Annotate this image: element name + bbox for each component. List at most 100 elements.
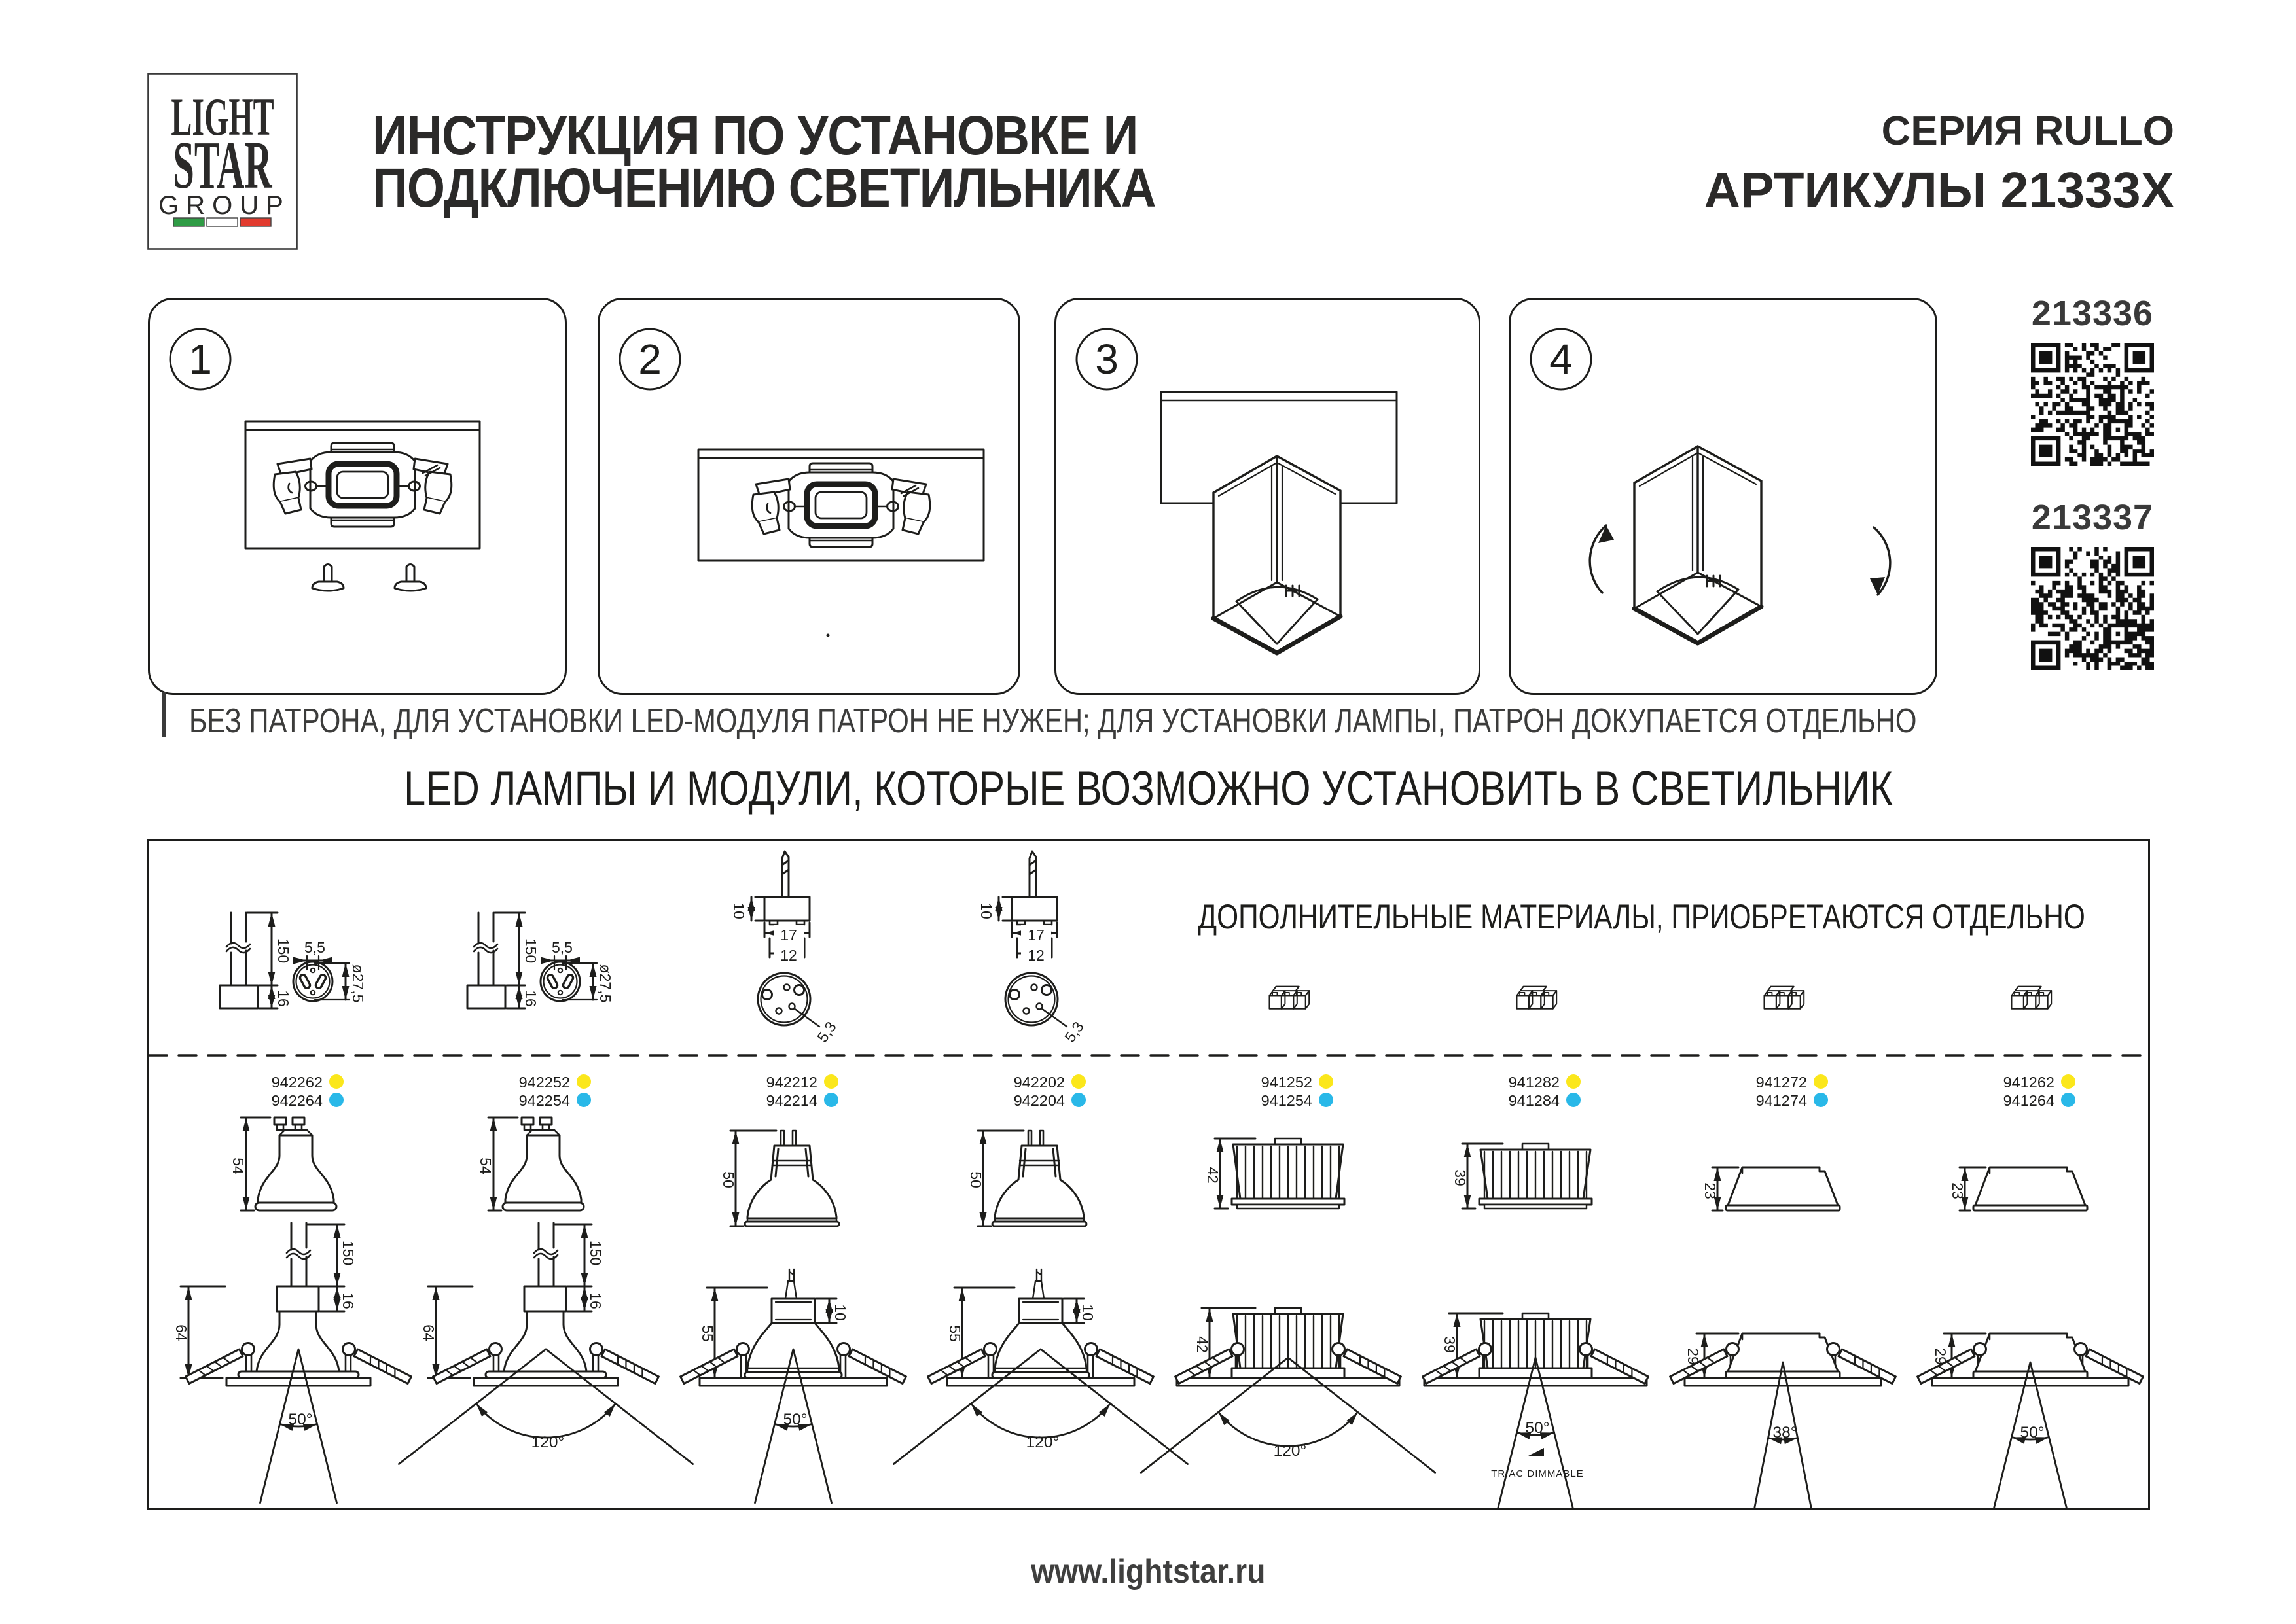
dim-base: 16	[522, 990, 539, 1007]
beam-angle: 120°	[1026, 1434, 1060, 1451]
article-number: 941282	[1508, 1073, 1560, 1091]
article-number: 942264	[271, 1091, 323, 1109]
color-dot-yellow	[1566, 1074, 1581, 1089]
article-number: 941284	[1508, 1091, 1560, 1109]
dim-lamp-height: 54	[230, 1157, 247, 1174]
step-panel-2: 2	[598, 298, 1020, 695]
color-dot-blue	[824, 1093, 838, 1107]
dim-mount-height: 29	[1932, 1348, 1949, 1365]
article-row: 942254	[463, 1092, 591, 1109]
beam-angle: 50°	[783, 1411, 808, 1428]
dim-mount-height: 64	[420, 1324, 437, 1341]
dim-mount-wire: 150	[587, 1240, 604, 1266]
dim-mount-socket: 10	[832, 1304, 849, 1321]
beam-angle: 120°	[531, 1434, 565, 1451]
step-number: 4	[1549, 336, 1573, 383]
step-panel-3: 3	[1054, 298, 1480, 695]
color-dot-blue	[1071, 1093, 1086, 1107]
dim-slot: 5,5	[304, 939, 325, 956]
note-text: БЕЗ ПАТРОНА, ДЛЯ УСТАНОВКИ LED-МОДУЛЯ ПА…	[189, 702, 1917, 740]
lamp-modules-board: ДОПОЛНИТЕЛЬНЫЕ МАТЕРИАЛЫ, ПРИОБРЕТАЮТСЯ …	[147, 839, 2150, 1510]
logo-group: GROUP	[158, 191, 291, 220]
color-dot-yellow	[2061, 1074, 2075, 1089]
color-dot-yellow	[1071, 1074, 1086, 1089]
qr-block-2: 213337	[2031, 497, 2154, 673]
step-number: 3	[1095, 336, 1119, 383]
additional-materials-heading: ДОПОЛНИТЕЛЬНЫЕ МАТЕРИАЛЫ, ПРИОБРЕТАЮТСЯ …	[738, 897, 2296, 937]
article-row: 941272	[1700, 1074, 1828, 1091]
dim-lamp-height: 42	[1204, 1167, 1221, 1184]
lightstar-logo: LIGHT STAR GROUP	[147, 73, 298, 250]
article-number: 942254	[518, 1091, 570, 1109]
article-row: 942262	[215, 1074, 344, 1091]
dim-mount-height: 55	[946, 1325, 963, 1342]
beam-angle: 50°	[1525, 1419, 1550, 1437]
dim-base: 16	[275, 990, 292, 1007]
article-number: 942202	[1013, 1073, 1065, 1091]
qr-block-1: 213336	[2031, 293, 2154, 469]
dim-pin: 10	[978, 902, 995, 919]
beam-angle: 50°	[288, 1411, 313, 1428]
step-number: 2	[638, 336, 662, 383]
article-number: 942262	[271, 1073, 323, 1091]
color-dot-blue	[2061, 1093, 2075, 1107]
dim-mount-wire: 150	[340, 1240, 357, 1266]
article-number: 942212	[766, 1073, 817, 1091]
article-row: 942214	[710, 1092, 838, 1109]
color-dot-blue	[1319, 1093, 1333, 1107]
dim-inner: 12	[1021, 945, 1051, 966]
article-row: 942252	[463, 1074, 591, 1091]
led-section-heading: LED ЛАМПЫ И МОДУЛИ, КОТОРЫЕ ВОЗМОЖНО УСТ…	[0, 762, 2296, 816]
color-dot-yellow	[329, 1074, 344, 1089]
article-row: 941252	[1205, 1074, 1333, 1091]
article-number: 941254	[1261, 1091, 1312, 1109]
article-number: 942214	[766, 1091, 817, 1109]
dim-outer: 17	[1021, 925, 1051, 945]
dim-lamp-height: 23	[1702, 1182, 1719, 1199]
article-row: 941264	[1947, 1092, 2075, 1109]
footer-url: www.lightstar.ru	[0, 1552, 2296, 1591]
step-panel-1: 1	[148, 298, 567, 695]
series-header: СЕРИЯ RULLO АРТИКУЛЫ 21333X	[1704, 111, 2175, 218]
article-number: 941272	[1755, 1073, 1807, 1091]
title-line-2: ПОДКЛЮЧЕНИЮ СВЕТИЛЬНИКА	[372, 157, 1157, 219]
qr-article-number: 213336	[2031, 294, 2154, 333]
logo-light: LIGHT	[171, 87, 274, 147]
article-row: 942212	[710, 1074, 838, 1091]
article-row: 941254	[1205, 1092, 1333, 1109]
article-number: 941252	[1261, 1073, 1312, 1091]
step-number: 1	[188, 336, 212, 383]
footer-url-text: www.lightstar.ru	[1030, 1553, 1266, 1591]
dim-outer: 17	[774, 925, 804, 945]
logo-star: STAR	[173, 128, 272, 203]
color-dot-blue	[1814, 1093, 1828, 1107]
dim-mount-socket: 16	[340, 1292, 357, 1309]
dim-mount-height: 29	[1685, 1348, 1702, 1365]
step-panel-4: 4	[1509, 298, 1937, 695]
article-row: 942204	[958, 1092, 1086, 1109]
qr-article-number: 213337	[2031, 498, 2154, 537]
article-row: 942264	[215, 1092, 344, 1109]
led-section-heading-text: LED ЛАМПЫ И МОДУЛИ, КОТОРЫЕ ВОЗМОЖНО УСТ…	[403, 762, 1893, 815]
title-line-1: ИНСТРУКЦИЯ ПО УСТАНОВКЕ И	[372, 105, 1138, 166]
article-number: 942204	[1013, 1091, 1065, 1109]
article-number: 941264	[2003, 1091, 2054, 1109]
article-number: 941262	[2003, 1073, 2054, 1091]
color-dot-blue	[329, 1093, 344, 1107]
dim-slot: 5,5	[552, 939, 573, 956]
dim-mount-socket: 10	[1079, 1304, 1096, 1321]
article-number: 941274	[1755, 1091, 1807, 1109]
color-dot-blue	[1566, 1093, 1581, 1107]
color-dot-yellow	[824, 1074, 838, 1089]
qr-code	[2031, 343, 2154, 466]
dim-mount-socket: 16	[587, 1292, 604, 1309]
dim-mount-height: 42	[1194, 1336, 1211, 1353]
dim-lamp-height: 39	[1452, 1169, 1469, 1186]
dim-mount-height: 64	[173, 1324, 190, 1341]
beam-angle: 120°	[1273, 1442, 1307, 1460]
color-dot-blue	[577, 1093, 591, 1107]
note-bar	[162, 692, 166, 737]
dim-mount-height: 55	[699, 1325, 716, 1342]
board-drawings	[148, 839, 2149, 1510]
